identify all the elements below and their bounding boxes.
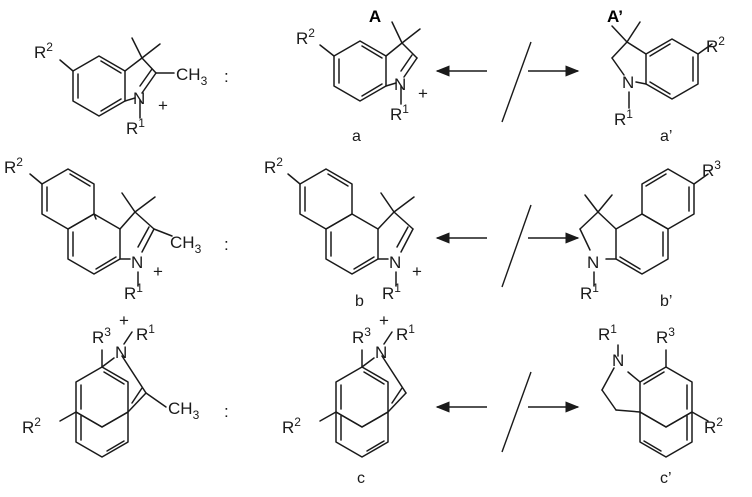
nitrogen-label: N xyxy=(375,343,387,362)
row1-left-molecule: R2 CH3 N + R1 xyxy=(34,37,208,138)
row2-left-molecule: R2 CH3 N + R1 xyxy=(4,155,202,303)
r2-label: R2 xyxy=(4,155,23,177)
row1-molecule-a-prime: N R2 R1 xyxy=(611,21,725,129)
r1-label: R1 xyxy=(124,281,143,303)
nitrogen-label: N xyxy=(115,343,127,362)
caption-b: b xyxy=(355,293,364,310)
caption-c: c xyxy=(357,470,365,487)
r1-label: R1 xyxy=(382,281,401,303)
nitrogen-label: N xyxy=(131,253,143,272)
separator-row1: : xyxy=(224,67,229,86)
r1-label: R1 xyxy=(136,322,155,344)
plus-charge: + xyxy=(153,262,163,281)
r3-label: R3 xyxy=(352,325,371,347)
slash-row2 xyxy=(501,204,532,288)
nitrogen-label: N xyxy=(389,253,401,272)
r1-label: R1 xyxy=(614,107,633,129)
ch3-label: CH3 xyxy=(168,399,200,422)
caption-a: a xyxy=(352,128,361,145)
r1-label: R1 xyxy=(598,322,617,344)
nitrogen-label: N xyxy=(622,73,634,92)
r3-label: R3 xyxy=(92,325,111,347)
separator-row3: : xyxy=(224,402,229,421)
row2-molecule-b: R2 N + R1 xyxy=(264,155,422,303)
nitrogen-label: N xyxy=(394,75,406,94)
header-a-prime: A’ xyxy=(607,7,623,26)
caption-c-prime: c’ xyxy=(660,470,672,487)
r3-label: R3 xyxy=(702,158,721,180)
r1-label: R1 xyxy=(580,281,599,303)
r2-label: R2 xyxy=(296,26,315,48)
caption-a-prime: a’ xyxy=(660,128,672,145)
nitrogen-label: N xyxy=(612,351,624,370)
r1-label: R1 xyxy=(390,102,409,124)
ch3-label: CH3 xyxy=(176,65,208,88)
r3-label: R3 xyxy=(656,325,675,347)
r2-label: R2 xyxy=(264,155,283,177)
row3-molecule-c-prime: N R1 R3 R2 xyxy=(598,322,723,458)
plus-charge: + xyxy=(379,311,389,330)
row1-molecule-a: R2 N + R1 xyxy=(296,21,428,124)
row3-left-molecule: R3 N + R1 CH3 R2 xyxy=(22,311,200,458)
row2-molecule-b-prime: R3 N R1 xyxy=(579,158,721,303)
r2-label: R2 xyxy=(706,34,725,56)
plus-charge: + xyxy=(119,311,129,330)
r1-label: R1 xyxy=(396,322,415,344)
nitrogen-label: N xyxy=(133,89,145,108)
row3-molecule-c: R3 N + R1 R2 xyxy=(282,311,415,458)
r1-label: R1 xyxy=(126,116,145,138)
caption-b-prime: b’ xyxy=(660,293,672,310)
separator-row2: : xyxy=(224,235,229,254)
header-a: A xyxy=(369,7,381,26)
plus-charge: + xyxy=(412,262,422,281)
plus-charge: + xyxy=(158,96,168,115)
slash-row1 xyxy=(501,41,532,123)
slash-row3 xyxy=(501,371,532,453)
ch3-label: CH3 xyxy=(170,233,202,256)
nitrogen-label: N xyxy=(587,253,599,272)
r2-label: R2 xyxy=(34,40,53,62)
r2-label: R2 xyxy=(704,415,723,437)
r2-label: R2 xyxy=(282,415,301,437)
r2-label: R2 xyxy=(22,415,41,437)
plus-charge: + xyxy=(418,84,428,103)
